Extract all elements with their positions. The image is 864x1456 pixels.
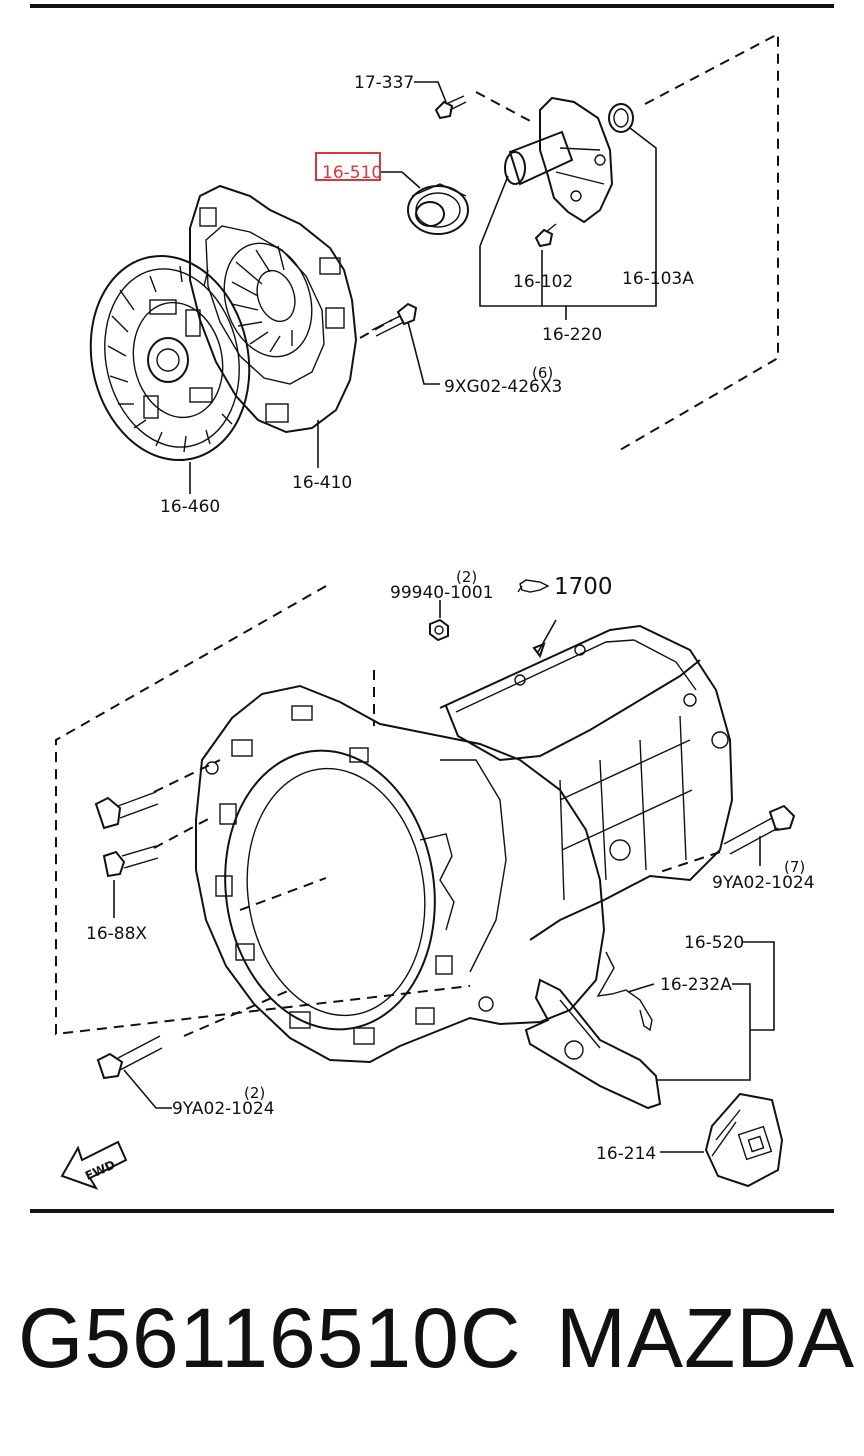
release-collar — [504, 96, 614, 224]
release-fork — [524, 978, 662, 1110]
highlight-box — [315, 152, 381, 181]
qty-9ya02-right: (7) — [784, 858, 805, 876]
transmission-case — [195, 684, 606, 1064]
qty-9xg02: (6) — [532, 364, 553, 382]
label-16-220: 16-220 — [542, 325, 602, 345]
label-9ya02-left: 9YA02-1024 — [172, 1099, 275, 1119]
label-16-232a: 16-232A — [660, 975, 732, 995]
top-bolt — [434, 95, 467, 120]
part-number: G56116510C — [18, 1291, 522, 1385]
pressure-plate-bolt — [371, 302, 418, 337]
ref-1700-icon — [517, 579, 550, 593]
fwd-arrow — [60, 1140, 128, 1190]
gear-case — [439, 619, 734, 941]
label-99940: 99940-1001 — [390, 583, 493, 603]
label-16-102: 16-102 — [513, 272, 573, 292]
qty-99940: (2) — [456, 568, 477, 586]
release-bearing — [407, 183, 469, 235]
label-16-410: 16-410 — [292, 473, 352, 493]
spring-clip — [596, 951, 653, 1032]
label-1700: 1700 — [554, 574, 613, 600]
label-fwd: FWD — [83, 1158, 117, 1184]
right-case-bolt — [723, 804, 796, 866]
brand-name: MAZDA — [556, 1291, 855, 1385]
label-16-520: 16-520 — [684, 933, 744, 953]
collar-bolt — [534, 223, 557, 248]
pressure-plate — [189, 184, 358, 434]
label-16-103a: 16-103A — [622, 269, 694, 289]
label-16-88x: 16-88X — [86, 924, 147, 944]
left-case-bolt — [96, 1035, 172, 1109]
clutch-disc — [89, 254, 251, 462]
transmission-group — [55, 579, 796, 1190]
label-16-214: 16-214 — [596, 1144, 656, 1164]
stud-bolts — [94, 791, 159, 918]
label-9ya02-right: 9YA02-1024 — [712, 873, 815, 893]
label-17-337: 17-337 — [354, 73, 414, 93]
label-9xg02: 9XG02-426X3 — [444, 377, 562, 397]
case-nut — [429, 600, 449, 642]
label-16-460: 16-460 — [160, 497, 220, 517]
label-16-510: 16-510 — [322, 163, 382, 183]
clutch-group — [89, 32, 779, 494]
oil-seal — [608, 103, 634, 133]
footer: G56116510C MAZDA — [0, 1290, 864, 1410]
qty-9ya02-left: (2) — [244, 1084, 265, 1102]
dust-boot — [704, 1092, 784, 1188]
